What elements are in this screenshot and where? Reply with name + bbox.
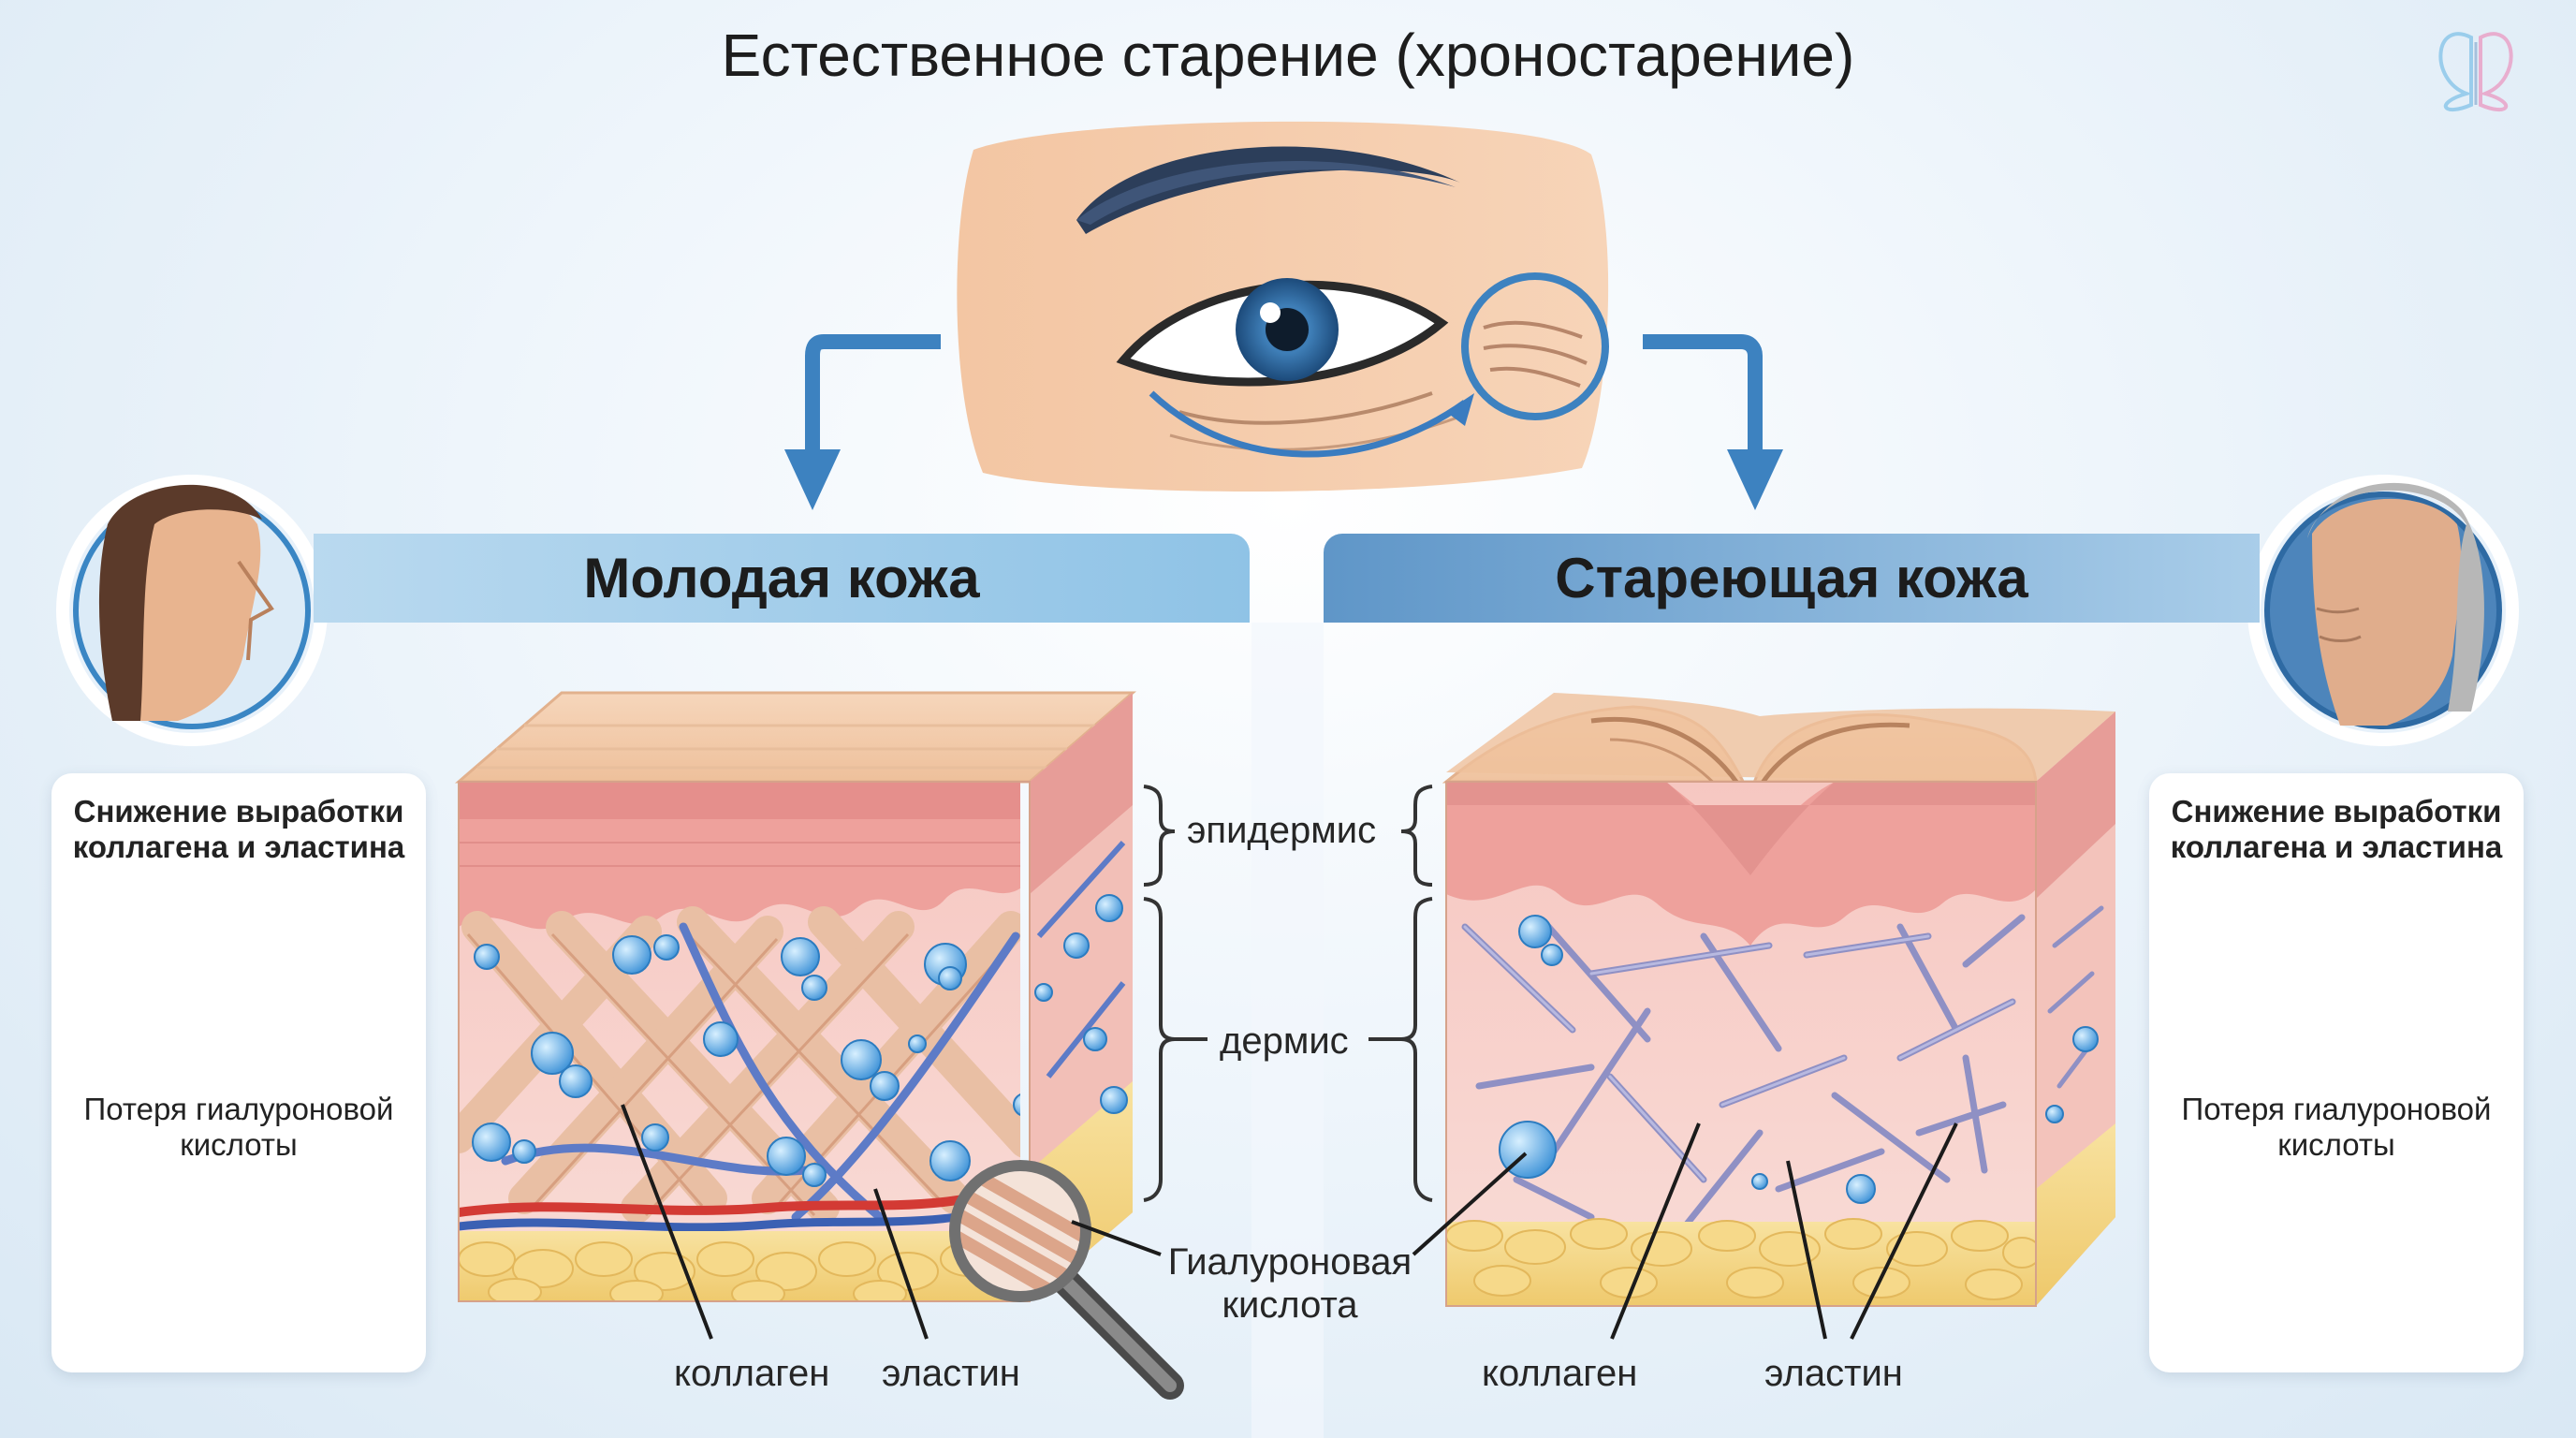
aging-collagen-label: коллаген [1482,1353,1638,1394]
right-chart1-title: Снижение выработки коллагена и эластина [2170,794,2503,864]
hyaluronic-acid-label: Гиалуроновая кислота [1167,1241,1412,1326]
aging-eye-illustration [957,121,1609,492]
arrow-to-aging [1643,334,1783,510]
young-collagen-label: коллаген [674,1353,830,1394]
dermis-label: дермис [1220,1020,1349,1062]
young-skin-heading: Молодая кожа [314,534,1250,623]
aging-skin-block [1442,693,2115,1307]
layer-brackets [1143,785,1433,1202]
aging-elastin-label: эластин [1764,1353,1903,1394]
young-elastin-label: эластин [882,1353,1020,1394]
magnifier-icon [949,1160,1184,1400]
left-chart2-title: Потеря гиалуроновой кислоты [83,1092,394,1162]
epidermis-label: эпидермис [1187,810,1377,851]
left-chart1-title: Снижение выработки коллагена и эластина [72,794,405,864]
young-face-avatar [56,475,328,746]
aging-skin-heading: Стареющая кожа [1324,534,2260,623]
left-stats-card: Снижение выработки коллагена и эластина … [51,773,426,1372]
young-skin-block [454,691,1184,1400]
leader-lines [621,1104,1958,1340]
butterfly-logo-icon [2438,32,2513,112]
right-chart2-title: Потеря гиалуроновой кислоты [2181,1092,2492,1162]
aging-face-avatar [2247,475,2519,746]
page-title: Естественное старение (хроностарение) [721,22,1855,89]
arrow-to-young [784,334,941,510]
right-stats-card: Снижение выработки коллагена и эластина … [2149,773,2524,1372]
